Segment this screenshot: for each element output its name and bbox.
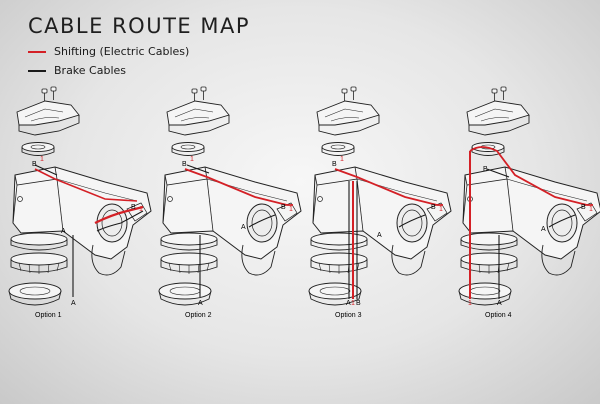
option-4-stem [458,86,600,306]
option-4-label-b-right: B [581,204,586,211]
option-3-bottom-a: A [346,300,351,307]
legend-item-shifting: Shifting (Electric Cables) [28,42,189,61]
option-1-stem [8,86,152,306]
option-1-caption: Option 1 [35,312,62,319]
option-2-label-b-right: B [281,204,286,211]
option-2-label-b: B [182,161,187,168]
option-4-bottom-1: 1 [468,300,472,307]
option-1-shift-cable [34,168,138,202]
legend-item-brake: Brake Cables [28,61,189,80]
option-1-brake-cable [34,164,144,297]
option-2-group: B 1 B 1 A A Option 2 [158,86,302,319]
option-1-bottom-a: A [71,300,76,307]
option-1-label-a: A [61,228,66,235]
legend: Shifting (Electric Cables) Brake Cables [28,42,189,80]
option-2-label-1: 1 [190,156,194,163]
option-4-bottom-a: A [497,300,502,307]
option-4-group: B B 1 A 1 A Option 4 [458,86,600,319]
option-2-shift-cable [184,168,293,206]
option-1-group: B 1 B 1 A A Option 1 [8,86,152,319]
page-title: CABLE ROUTE MAP [28,14,250,38]
option-4-caption: Option 4 [485,312,512,319]
option-3-label-1: 1 [340,156,344,163]
option-3-shift-cable [334,168,443,206]
option-2-label-a: A [241,224,246,231]
option-4-label-b: B [483,166,488,173]
option-2-stem [158,86,302,306]
legend-swatch-shifting [28,50,46,53]
option-3-label-1-right: 1 [439,206,443,213]
option-3-label-b-right: B [431,204,436,211]
option-3-label-a: A [377,232,382,239]
option-4-shift-cable [469,146,593,206]
option-2-caption: Option 2 [185,312,212,319]
option-1-label-b: B [32,161,37,168]
option-4-label-a: A [541,226,546,233]
option-3-label-b: B [332,161,337,168]
option-1-label-1-right: 1 [139,206,143,213]
option-4-brake-cable [486,168,576,299]
legend-swatch-brake [28,69,46,72]
option-4-label-1-right: 1 [589,206,593,213]
legend-label-brake: Brake Cables [54,64,127,77]
option-1-label-b-right: B [131,204,136,211]
option-1-label-1: 1 [40,156,44,163]
option-3-stem [308,86,452,306]
option-2-brake-cable [186,164,276,297]
option-3-brake-cable [348,181,426,299]
option-2-bottom-a: A [198,300,203,307]
option-3-group: B 1 B 1 A A 1 B Option 3 [308,86,452,319]
option-1-shift-cable-bar [94,205,144,224]
legend-label-shifting: Shifting (Electric Cables) [54,45,190,58]
option-3-bottom-b: B [356,300,361,307]
option-3-caption: Option 3 [335,312,362,319]
option-3-bottom-1: 1 [351,300,355,307]
option-2-label-1-right: 1 [289,206,293,213]
